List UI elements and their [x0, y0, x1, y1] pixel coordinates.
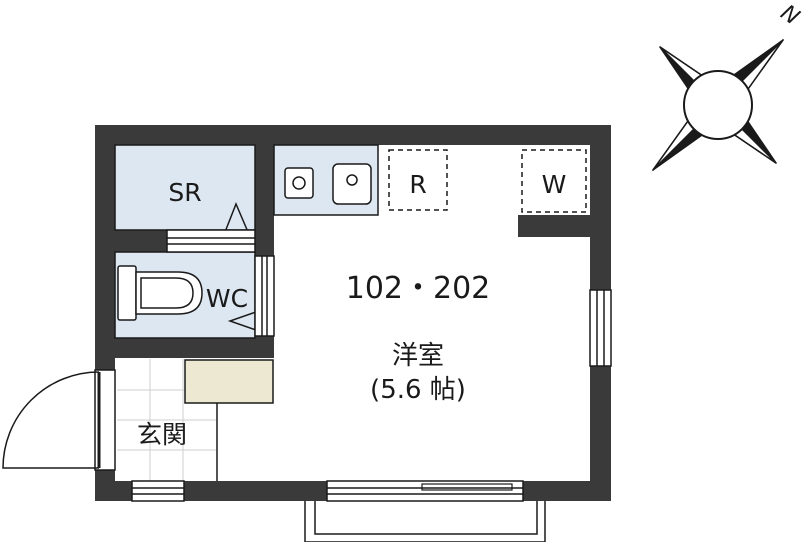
storage-room-label: SR [168, 178, 201, 207]
balcony-sliding-window [326, 480, 524, 502]
wall-wc-bottom [115, 338, 274, 358]
toilet-door-swing [227, 311, 257, 331]
entrance-bottom-window [131, 480, 185, 502]
burner-icon [292, 176, 306, 190]
entrance-door-swing [2, 371, 100, 469]
shoe-closet [184, 359, 274, 404]
entrance-label: 玄関 [137, 420, 187, 449]
stove-icon [284, 167, 314, 199]
refrigerator-label: R [409, 170, 426, 199]
refrigerator-space [388, 149, 448, 211]
compass-north-label: N [776, 0, 804, 30]
western-room-label: 洋室 [392, 341, 444, 371]
unit-number: 102・202 [346, 271, 491, 306]
western-room-size: (5.6 帖) [370, 375, 466, 405]
washer-space [521, 149, 587, 213]
toilet-label: WC [206, 284, 248, 313]
compass [652, 39, 784, 171]
sr-door [166, 229, 256, 253]
toilet-icon [117, 265, 203, 321]
wall-washer-ledge [518, 215, 590, 237]
wc-door [254, 255, 275, 337]
wall-sr-bottom [115, 230, 167, 252]
sink-icon [332, 163, 372, 205]
drain-icon [346, 174, 358, 186]
balcony [304, 501, 546, 542]
washer-label: W [542, 170, 567, 199]
wall-top [95, 125, 611, 145]
right-window [589, 289, 612, 367]
storage-door-swing [224, 202, 249, 233]
compass-circle [683, 70, 753, 140]
